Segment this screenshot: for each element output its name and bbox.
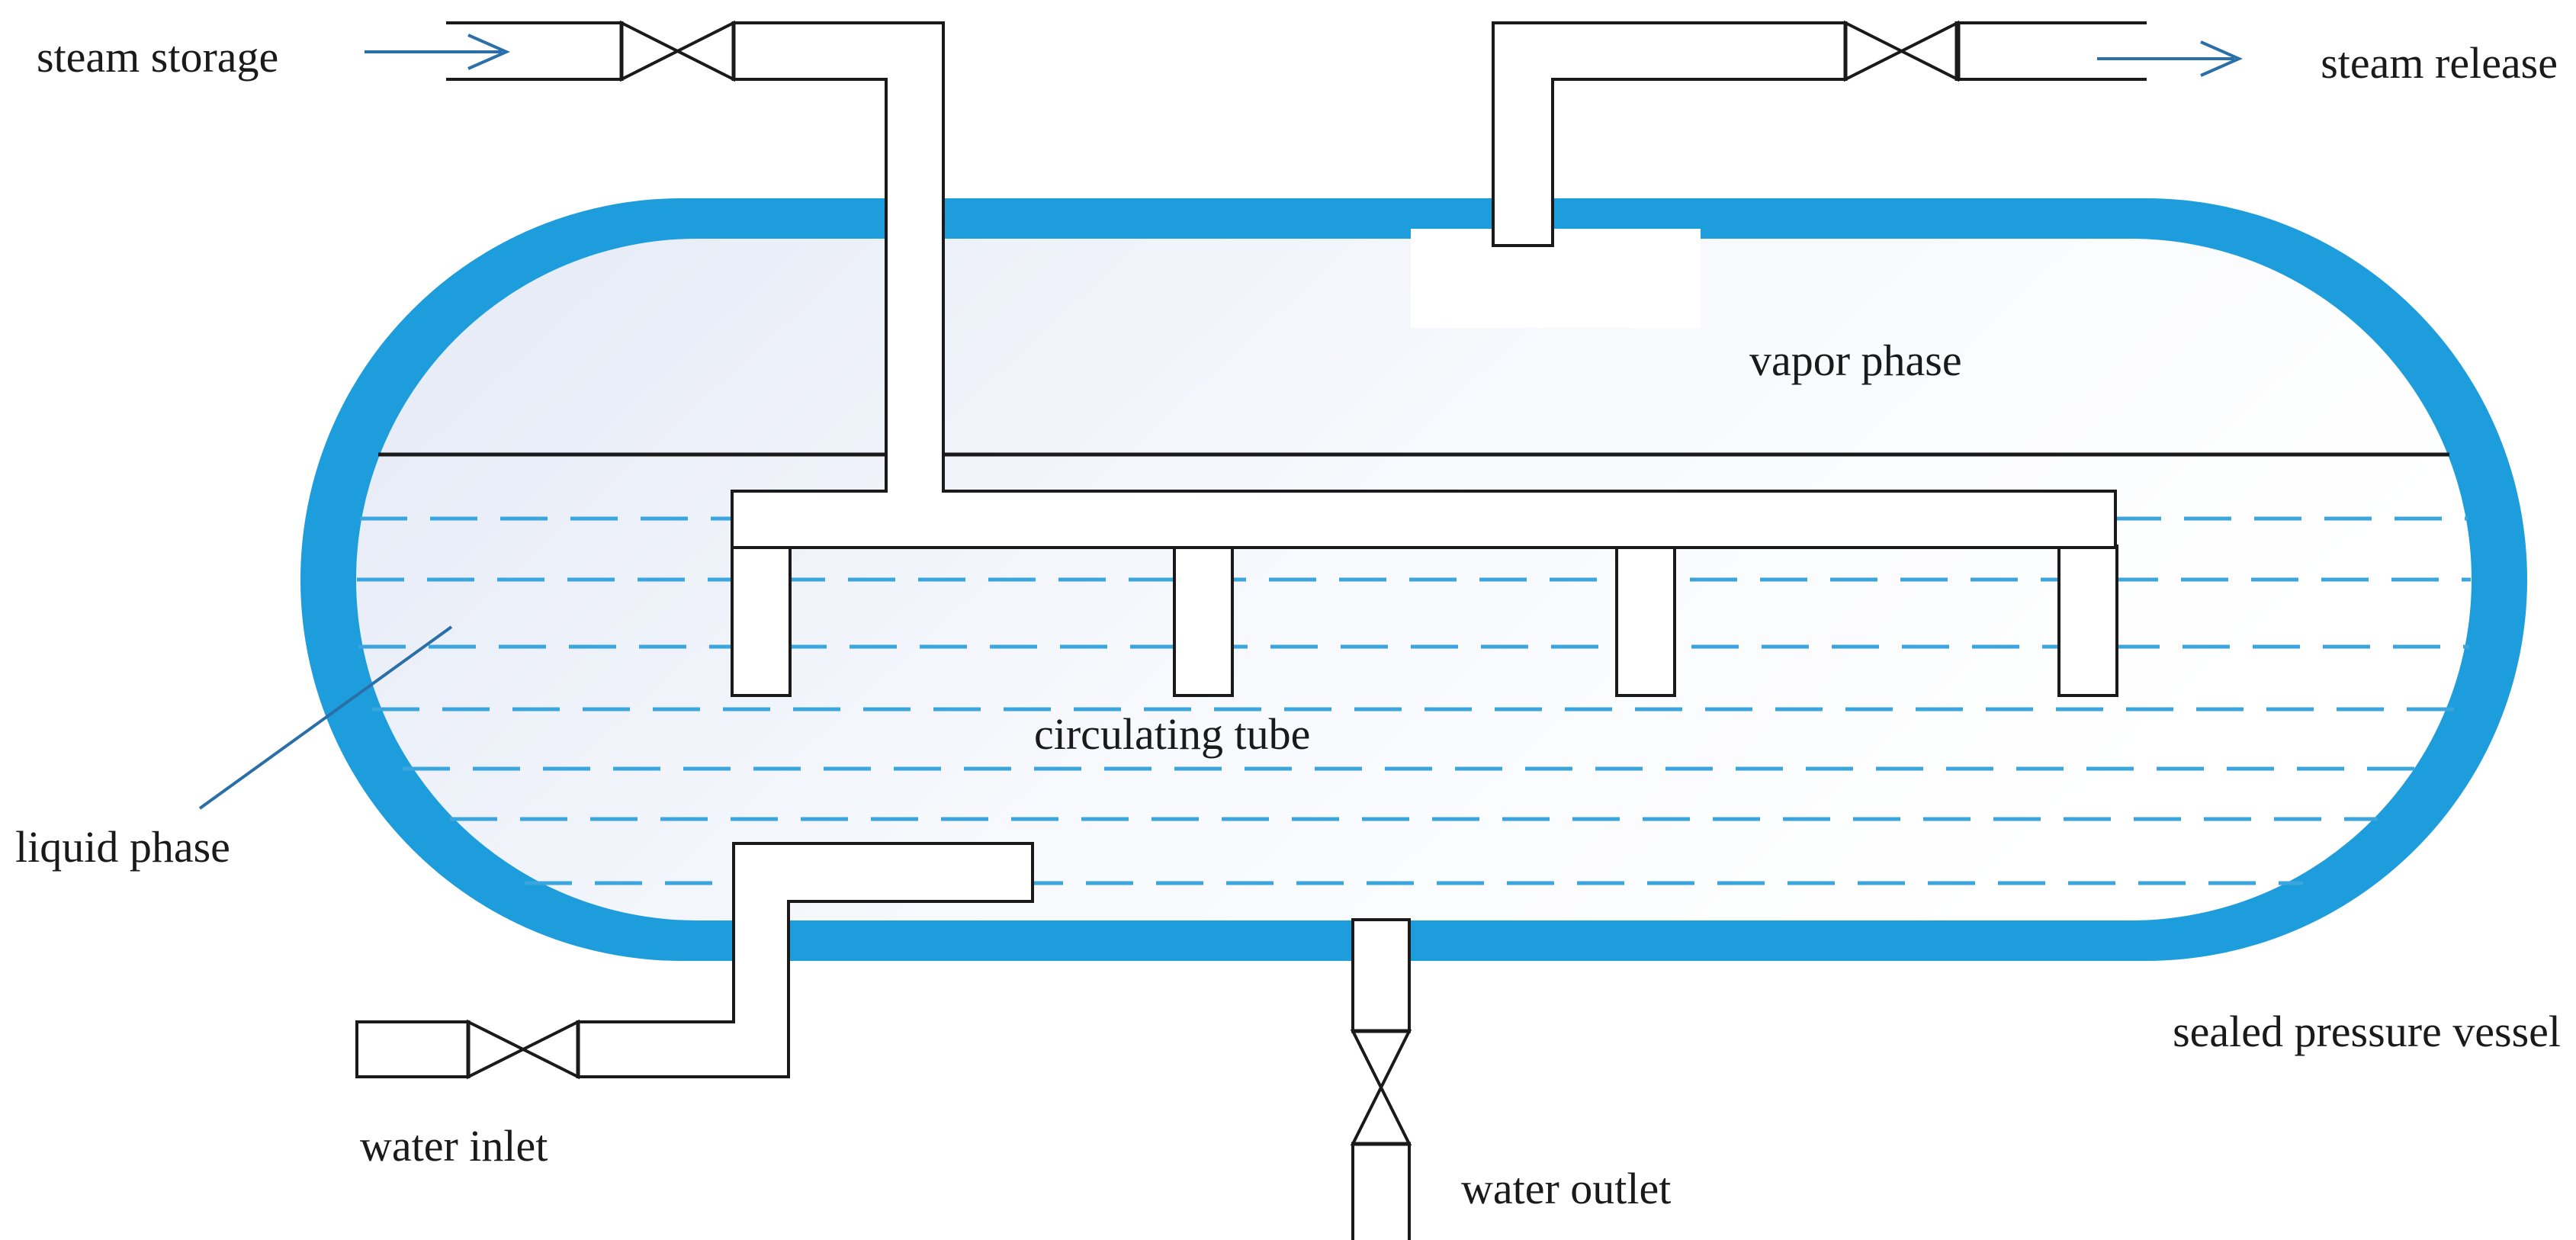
- circulating-tube-riser: [731, 545, 792, 697]
- label-vapor-phase: vapor phase: [1749, 336, 1962, 385]
- arrow-head: [467, 34, 510, 70]
- circulating-tube: [731, 485, 2118, 697]
- water-inlet-pipe-stub: [355, 1020, 470, 1078]
- circulating-tube-riser: [1173, 545, 1234, 697]
- label-steam-storage: steam storage: [37, 32, 278, 82]
- circulating-tube-header: [731, 490, 2117, 549]
- arrow-right-icon: [2097, 40, 2243, 77]
- label-sealed-pressure-vessel: sealed pressure vessel: [2173, 1007, 2561, 1056]
- label-steam-release: steam release: [2321, 38, 2558, 88]
- circulating-tube-riser: [2057, 545, 2118, 697]
- label-circulating-tube: circulating tube: [1034, 709, 1310, 759]
- valve-body: [620, 20, 735, 82]
- vessel-opening-top: [1411, 229, 1701, 328]
- water-outlet-pipe-lower: [1351, 1144, 1411, 1240]
- valve-icon[interactable]: [1843, 20, 1961, 82]
- valve-icon[interactable]: [1350, 1029, 1412, 1146]
- water-inlet-pipe: [355, 842, 1034, 1080]
- label-water-outlet: water outlet: [1461, 1164, 1671, 1213]
- label-water-inlet: water inlet: [360, 1121, 548, 1171]
- arrow-right-icon: [365, 34, 510, 70]
- water-outlet-pipe-upper: [1351, 918, 1411, 1033]
- label-liquid-phase: liquid phase: [15, 822, 230, 872]
- water-inlet-pipe-body: [577, 842, 1034, 1078]
- valve-body: [1844, 20, 1959, 82]
- circulating-tube-riser: [1615, 545, 1676, 697]
- steam-storage-pipe: [446, 20, 945, 490]
- valve-body: [467, 1019, 580, 1080]
- valve-body: [1350, 1030, 1412, 1145]
- steam-release-pipe: [1492, 20, 2147, 247]
- valve-icon[interactable]: [619, 20, 736, 82]
- valve-icon[interactable]: [466, 1019, 580, 1080]
- arrow-head: [2200, 40, 2243, 77]
- water-outlet-pipe: [1350, 918, 1412, 1240]
- circulating-tube-joint: [888, 485, 942, 494]
- liquid-phase-leader-line: [198, 625, 453, 810]
